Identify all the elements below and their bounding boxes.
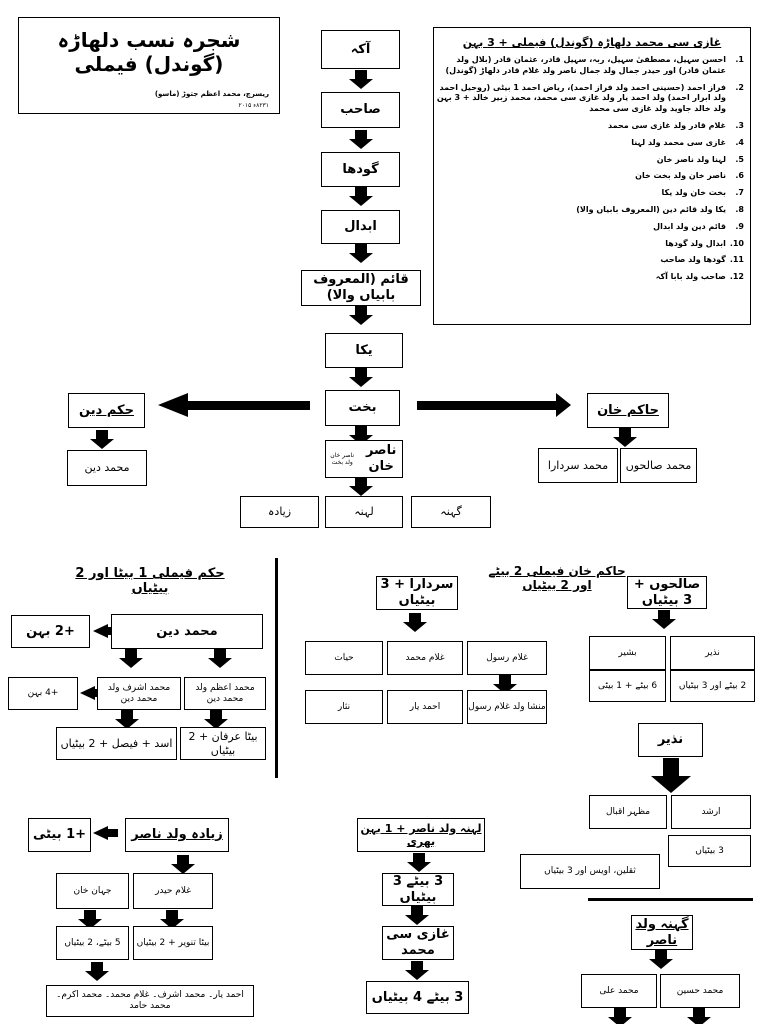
node-great-grandsons: احمد یار۔ محمد اشرف۔ غلام محمد۔ محمد اکر…: [46, 985, 254, 1017]
node-aka: آکہ: [321, 30, 400, 69]
lineage-legend: غازی سی محمد دلھاڑہ (گوندل) فیملی + 3 بہ…: [433, 27, 751, 325]
big-arrow-nazir: [651, 758, 691, 793]
node-salho-grand-2: 6 بیٹے + 1 بیٹی: [589, 670, 666, 702]
node-arshad: ارشد: [671, 795, 751, 829]
node-abdal: ابدال: [321, 210, 400, 244]
node-muhammad-hussain: محمد حسین: [660, 974, 740, 1008]
node-gehna: گہنہ: [411, 496, 491, 528]
node-gehna-walad-nasir: گہنہ ولد ناصر: [631, 915, 693, 950]
legend-list: 1.احسن سہیل، مصطفیٰ سہیل، ربہ، سہیل قادر…: [434, 55, 750, 283]
node-lehna: لہنہ: [325, 496, 403, 528]
node-nazir: نذیر: [638, 723, 703, 757]
node-zyada: زیادہ: [240, 496, 319, 528]
node-zyada-daughter: +1 بیٹی: [28, 818, 91, 852]
node-sardara: سردارا + 3 بیٹیاں: [376, 576, 458, 610]
node-sahib: صاحب: [321, 92, 400, 128]
title-box: شجرہ نسب دلھاڑہ (گوندل) فیملی ریسرچ، محم…: [18, 17, 280, 114]
legend-item: 10.ابدال ولد گودھا: [665, 238, 744, 248]
node-mazhar: مظہر اقبال: [589, 795, 667, 829]
legend-item: 4.غازی سی محمد ولد لہنا: [631, 137, 744, 147]
legend-item: 8.یکا ولد قائم دین (المعروف بابیاں والا): [576, 204, 744, 214]
legend-item: 6.ناصر خان ولد بخت خان: [635, 171, 744, 181]
node-muhammad-din: محمد دین: [67, 450, 147, 486]
node-lehna-children: 3 بیٹے 3 بیٹیاں: [382, 873, 454, 906]
section-title-hakam: حکم فیملی 1 بیٹا اور 2 بیٹیاں: [75, 566, 225, 596]
node-5-sons: 5 بیٹے، 2 بیٹیاں: [56, 926, 129, 960]
page-title: شجرہ نسب دلھاڑہ (گوندل) فیملی: [57, 28, 241, 76]
node-mansha: منشا ولد غلام رسول: [467, 690, 547, 724]
node-salho: صالحوں + 3 بیٹیاں: [627, 576, 707, 609]
legend-item: 2.فراز احمد (حسینی احمد ولد فراز احمد)، …: [436, 82, 744, 114]
node-ghulam-muhammad: غلام محمد: [387, 641, 463, 675]
legend-item: 1.احسن سہیل، مصطفیٰ سہیل، ربہ، سہیل قادر…: [445, 55, 745, 75]
node-lehna-walad-nasir: لہنہ ولد ناصر + 1 بہن بھری: [357, 818, 485, 852]
node-hakam-khan: حاکم خان: [587, 393, 669, 428]
node-ashraf: محمد اشرف ولد محمد دین: [97, 677, 181, 710]
node-irfan: بیٹا عرفان + 2 بیٹیاں: [180, 727, 266, 760]
legend-item: 3.غلام قادر ولد غازی سی محمد: [608, 120, 744, 130]
node-bashir: بشیر: [589, 636, 666, 670]
node-bakht: بخت: [325, 390, 400, 426]
node-salho-grand-1: 2 بیٹے اور 3 بیٹیاں: [670, 670, 755, 702]
node-muhammad-salho: محمد صالحوں: [620, 448, 697, 483]
node-ghulam-haider: غلام حیدر: [133, 873, 213, 909]
legend-item: 9.قائم دین ولد ابدال: [653, 221, 744, 231]
legend-title: غازی سی محمد دلھاڑہ (گوندل) فیملی + 3 بہ…: [462, 36, 722, 49]
node-nazir-child: نذیر: [670, 636, 755, 670]
section-title-hakam-khan: حاکم خان فیملی 2 بیٹے اور 2 بیٹیاں: [488, 564, 626, 592]
node-tanveer: بیٹا تنویر + 2 بیٹیاں: [133, 926, 213, 960]
node-asad-faisal: اسد + فیصل + 2 بیٹیاں: [56, 727, 177, 760]
node-sisters-2: +2 بہن: [11, 615, 90, 648]
node-godha: گودھا: [321, 152, 400, 187]
node-ghulam-rasool: غلام رسول: [467, 641, 547, 675]
legend-item: 7.بخت خان ولد یکا: [661, 188, 744, 198]
node-zyada-walad-nasir: زیادہ ولد ناصر: [125, 818, 229, 852]
legend-item: 12.صاحب ولد بابا آکہ: [655, 272, 744, 282]
node-ghazi-children: 3 بیٹے 4 بیٹیاں: [366, 981, 469, 1014]
node-jahan-khan: جہان خان: [56, 873, 129, 909]
node-hayat: حیات: [305, 641, 383, 675]
node-hakam-din: حکم دین: [68, 393, 145, 428]
node-azam: محمد اعظم ولد محمد دین: [184, 677, 266, 710]
date-line: ۸۲۳۱ء ۲۰۱۵: [238, 102, 269, 110]
node-nazir-daughters: 3 بیٹیاں: [668, 835, 751, 867]
arrow-right-to-hakam-khan: [417, 393, 571, 417]
node-muhammad-ali: محمد علی: [581, 974, 657, 1008]
node-sisters-4: +4 بہن: [8, 677, 78, 710]
node-nisar: نثار: [305, 690, 383, 724]
node-muhammad-sardara: محمد سردارا: [538, 448, 618, 483]
arrow-left-to-hakam-din: [158, 393, 310, 417]
author-line: ریسرچ، محمد اعظم جتوڑ (ماسو): [154, 90, 269, 98]
legend-item: 11.گودھا ولد صاحب: [660, 255, 744, 265]
node-muhammad-din-2: محمد دین: [111, 614, 263, 649]
node-ghazi-si-muhammad: غازی سی محمد: [382, 926, 454, 960]
node-yaka: یکا: [325, 333, 403, 368]
node-ahmad-yar: احمد یار: [387, 690, 463, 724]
node-saqlain: ثقلین، اویس اور 3 بیٹیاں: [520, 854, 660, 889]
node-qaim: قائم (المعروف بابیاں والا): [301, 270, 421, 306]
legend-item: 5.لہنا ولد ناصر خان: [656, 154, 744, 164]
